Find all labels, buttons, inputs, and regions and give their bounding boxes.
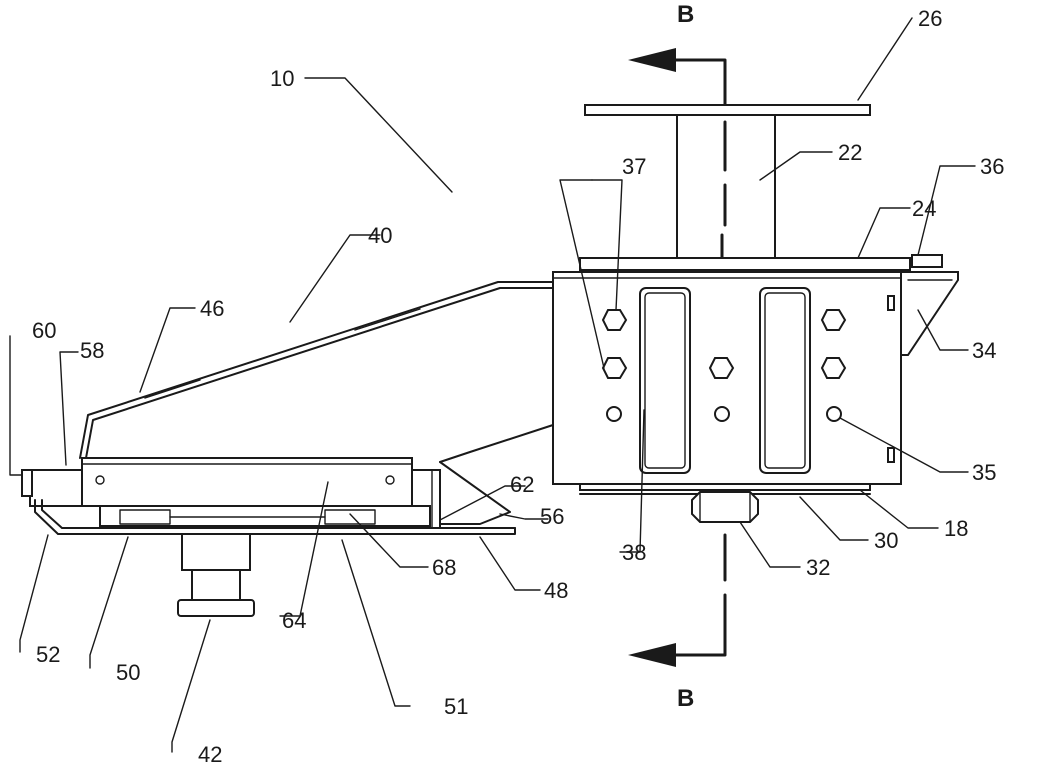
housing-body: [552, 271, 902, 495]
nut-32: [691, 491, 759, 523]
label-52: 52: [36, 642, 60, 667]
label-60: 60: [32, 318, 56, 343]
plate-24: [579, 254, 943, 271]
label-58: 58: [80, 338, 104, 363]
label-46: 46: [200, 296, 224, 321]
post-22: [676, 114, 776, 259]
base-assembly: [21, 457, 516, 617]
label-32: 32: [806, 555, 830, 580]
slot-38-left: [639, 287, 691, 474]
label-51: 51: [444, 694, 468, 719]
label-10: 10: [270, 66, 294, 91]
label-26: 26: [918, 6, 942, 31]
label-30: 30: [874, 528, 898, 553]
section-arrow-top: [628, 48, 676, 72]
angle-bracket-34: [900, 271, 959, 356]
label-35: 35: [972, 460, 996, 485]
hex-bolts-37: [601, 309, 847, 379]
label-68: 68: [432, 555, 456, 580]
reference-labels: 10 26 22 37 36 24 40 46 60 58 34 35 62 5…: [32, 6, 1004, 767]
pedal-cover-40: [79, 281, 554, 463]
slot-38-right: [759, 287, 811, 474]
section-label-top: B: [677, 1, 694, 28]
label-50: 50: [116, 660, 140, 685]
label-62: 62: [510, 472, 534, 497]
label-34: 34: [972, 338, 996, 363]
leader-lines: [9, 17, 976, 753]
label-64: 64: [282, 608, 306, 633]
holes-35: [606, 406, 842, 422]
label-36: 36: [980, 154, 1004, 179]
label-56: 56: [540, 504, 564, 529]
label-38: 38: [622, 540, 646, 565]
section-label-bottom: B: [677, 685, 694, 712]
label-48: 48: [544, 578, 568, 603]
section-arrow-bottom: [628, 643, 676, 667]
label-40: 40: [368, 223, 392, 248]
label-24: 24: [912, 196, 936, 221]
label-42: 42: [198, 742, 222, 767]
top-plate-26: [584, 104, 871, 116]
label-37: 37: [622, 154, 646, 179]
label-22: 22: [838, 140, 862, 165]
label-18: 18: [944, 516, 968, 541]
